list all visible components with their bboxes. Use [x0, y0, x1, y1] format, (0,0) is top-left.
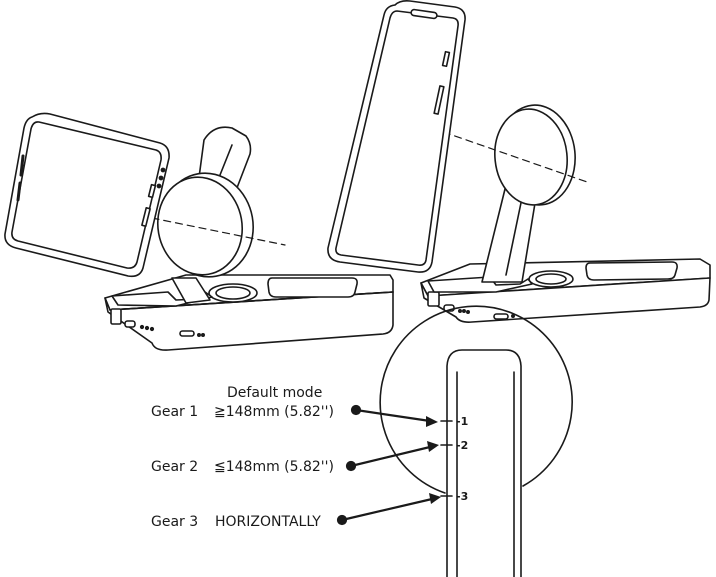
left-stand-column	[171, 277, 211, 304]
gear2-marker: -2	[456, 439, 468, 452]
gear-pointers	[336, 404, 441, 526]
left-led-dot	[144, 325, 150, 331]
left-charging-station	[4, 112, 394, 351]
gear2-arrowhead	[427, 441, 439, 452]
left-phone-camera-dot	[156, 183, 162, 189]
gear3-pointer-line	[341, 497, 433, 522]
left-phone-camera-dot	[158, 175, 164, 181]
default-mode-label: Default mode	[227, 385, 322, 401]
gear1-name: Gear 1	[151, 404, 198, 420]
left-phone-camera-dot	[160, 167, 166, 173]
right-alignment-line	[431, 127, 591, 184]
left-usb-port	[110, 308, 122, 325]
left-watch-ring-inner	[215, 286, 251, 300]
right-led-dot	[457, 308, 462, 313]
right-dc-port	[493, 313, 509, 320]
right-charging-station	[327, 0, 711, 323]
left-usbc-port	[124, 320, 136, 328]
right-phone-side-button	[433, 85, 445, 115]
gear-detail	[379, 305, 573, 577]
left-led-dot	[149, 326, 155, 332]
gear3-name: Gear 3	[151, 514, 198, 530]
right-earbud-pad	[585, 261, 678, 281]
gear1-pointer-dot	[350, 404, 362, 416]
right-watch-ring-inner	[535, 273, 567, 285]
gear2-spec: ≦148mm (5.82'')	[214, 459, 334, 475]
left-magsafe-disc	[156, 176, 244, 276]
left-phone-button	[147, 183, 157, 199]
gear3-arrowhead	[429, 493, 441, 504]
detail-column-tube	[446, 349, 522, 577]
right-magsafe-disc	[494, 108, 568, 206]
right-column-inner-line	[505, 197, 523, 276]
right-led-dot	[465, 309, 470, 314]
gear3-pointer-dot	[336, 514, 348, 526]
left-phone-screen	[11, 121, 162, 269]
right-phone-side-button	[441, 50, 451, 68]
right-led-dot	[510, 313, 515, 318]
gear3-marker: -3	[456, 490, 468, 503]
gear2-pointer-line	[350, 445, 431, 468]
detail-magnifier-circle	[379, 305, 573, 494]
right-phone-speaker	[410, 8, 438, 20]
left-led-dot	[139, 324, 145, 330]
gear3-spec: HORIZONTALLY	[215, 514, 321, 530]
left-phone-button	[141, 206, 151, 228]
right-base-front	[420, 277, 711, 323]
left-phone-notch	[16, 154, 25, 202]
left-earbud-pad	[267, 277, 358, 298]
left-dc-port	[179, 330, 195, 337]
right-usb-port	[427, 291, 440, 307]
gear2-name: Gear 2	[151, 459, 198, 475]
left-led-dot	[201, 332, 206, 337]
gear2-pointer-dot	[345, 460, 357, 472]
left-led-dot	[197, 332, 202, 337]
gear1-spec: ≧148mm (5.82'')	[214, 404, 334, 420]
gear1-arrowhead	[426, 416, 438, 427]
right-led-dot	[461, 308, 466, 313]
right-phone-screen	[335, 10, 459, 266]
gear1-marker: -1	[456, 415, 468, 428]
left-alignment-line	[151, 217, 286, 246]
gear1-pointer-line	[355, 408, 431, 423]
